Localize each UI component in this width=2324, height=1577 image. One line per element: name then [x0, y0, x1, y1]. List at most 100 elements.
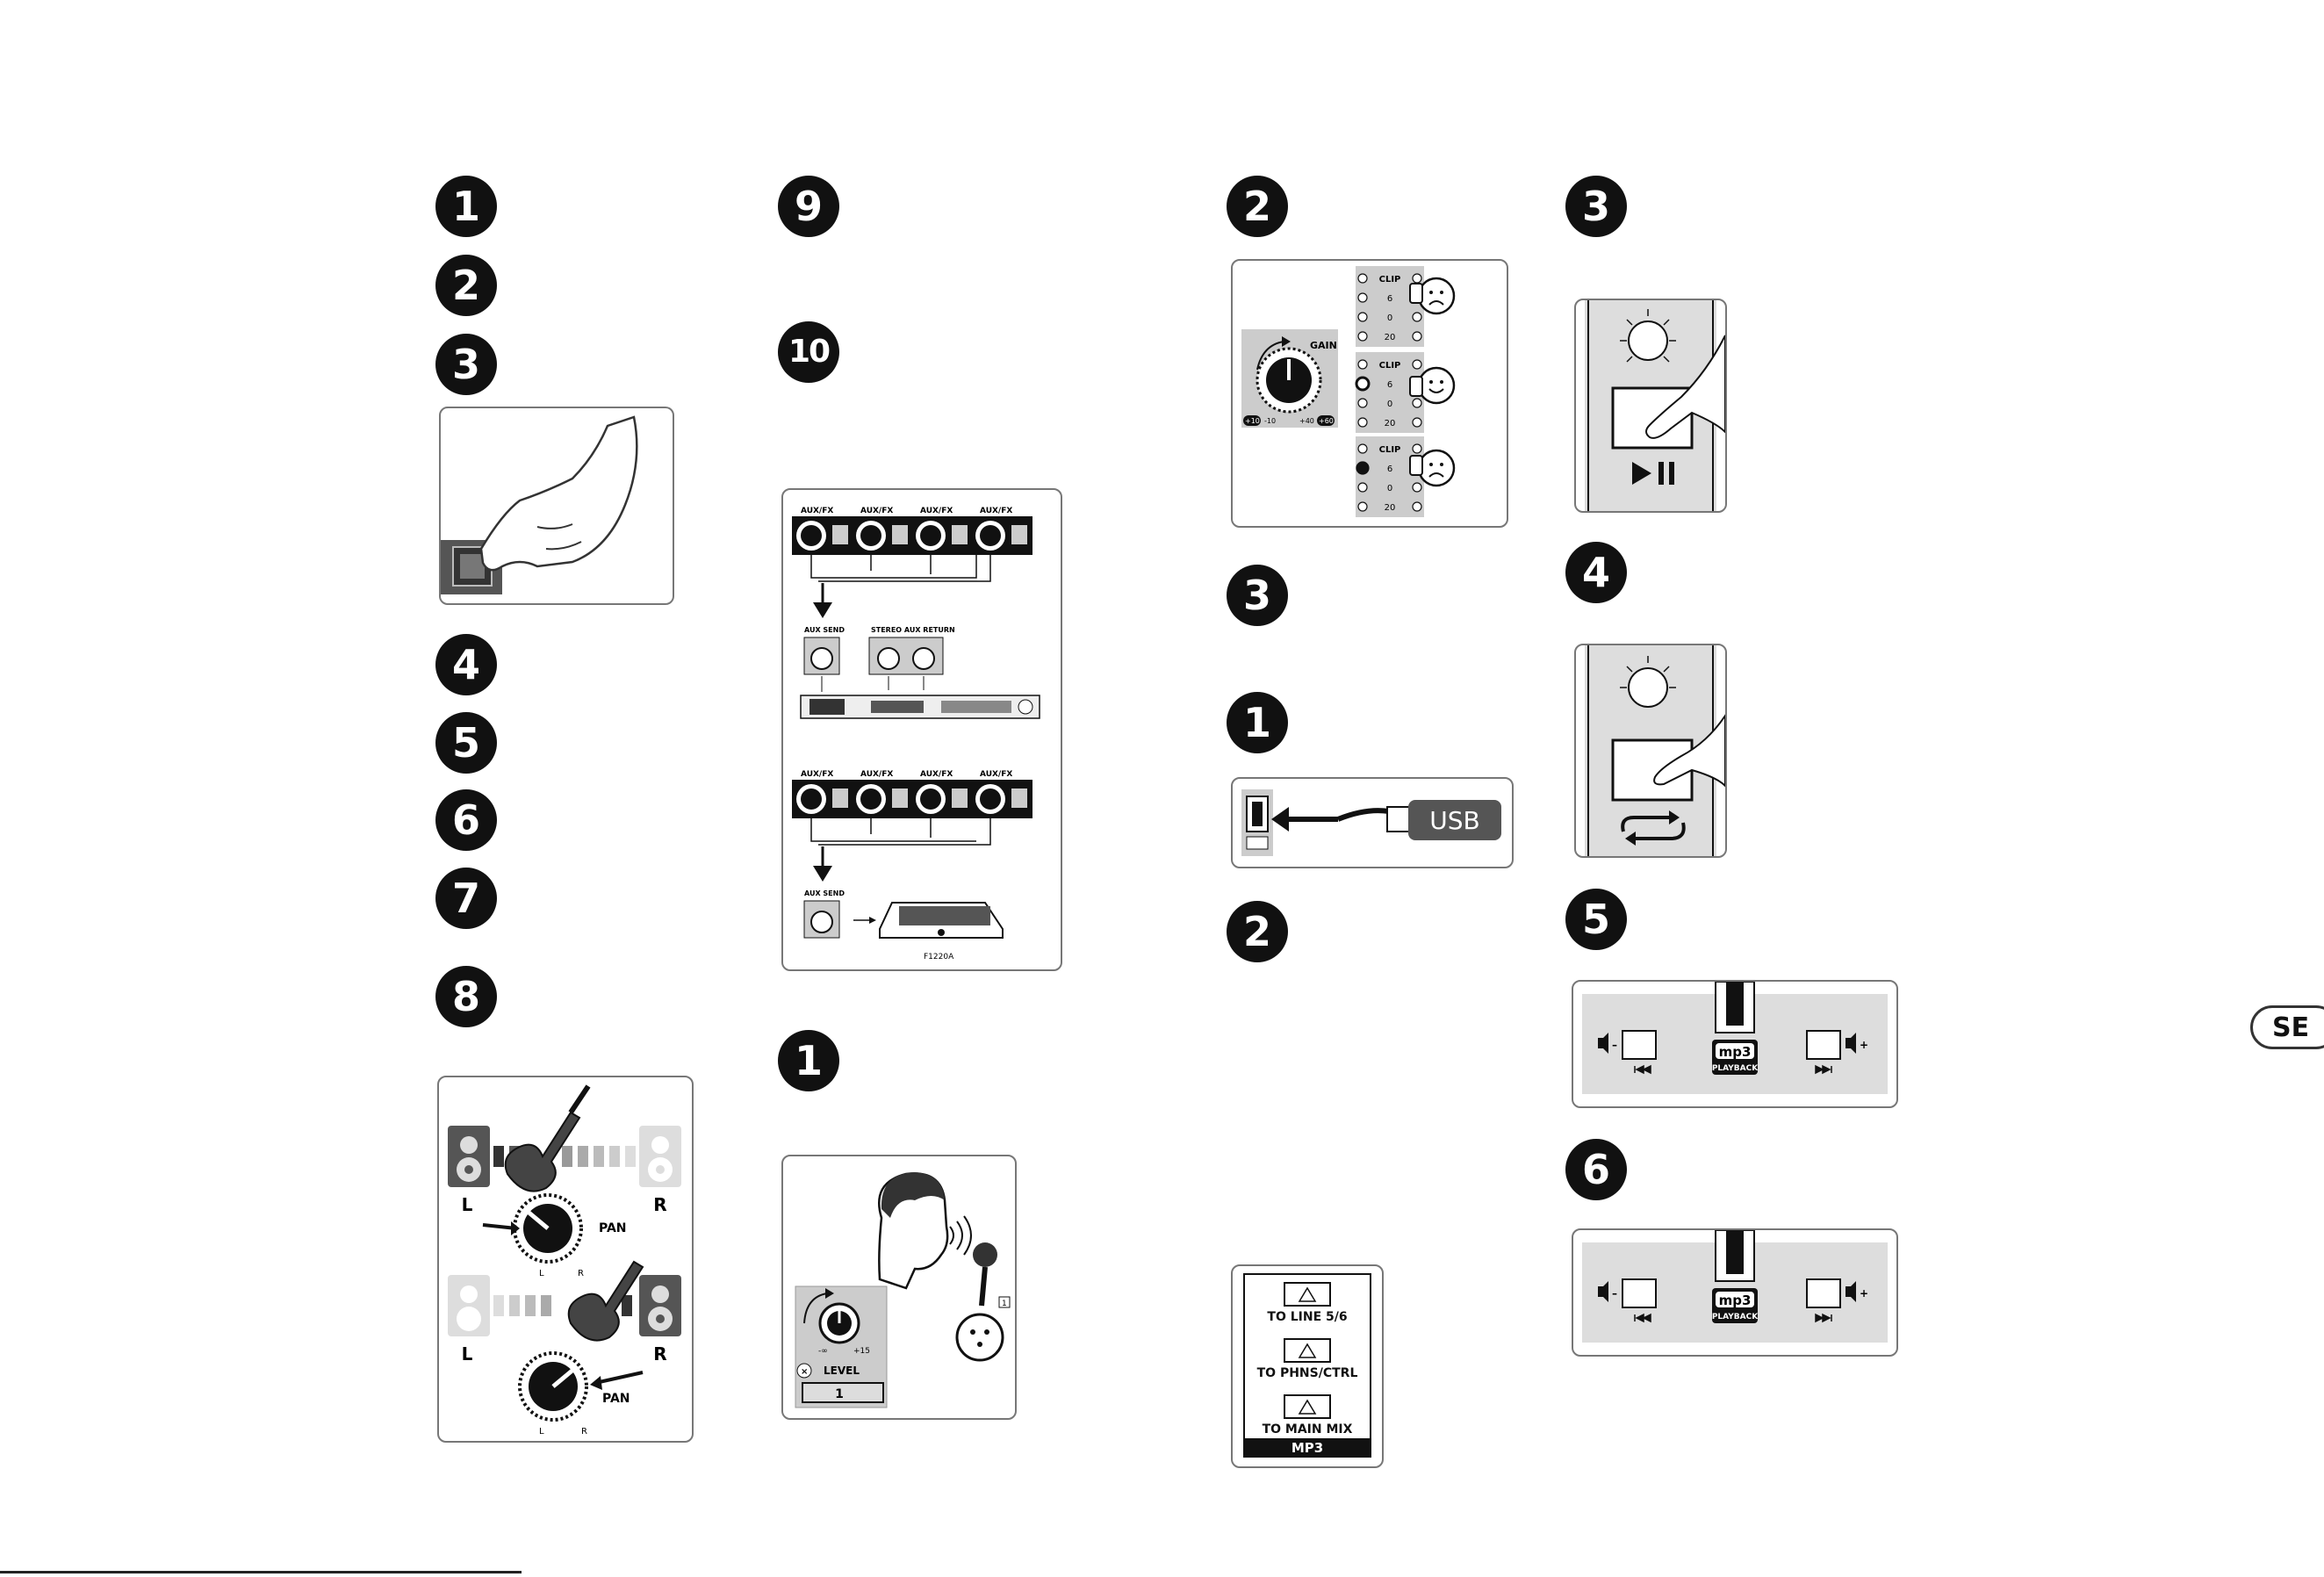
- svg-text:+: +: [1860, 1039, 1868, 1051]
- meter-led: [1412, 443, 1422, 454]
- level-channel-label: 1: [835, 1387, 844, 1401]
- aux-knob-label-6: AUX/FX: [860, 770, 893, 779]
- mp3-logo-2: mp3: [1719, 1293, 1752, 1308]
- meter-label: 6: [1387, 464, 1392, 474]
- level-min: -∞: [818, 1347, 828, 1356]
- pan-right-label-top: R: [653, 1194, 666, 1215]
- meter-led: [1412, 398, 1422, 408]
- pan-left-label-bottom: L: [462, 1343, 473, 1365]
- to-phns-label: TO PHNS/CTRL: [1256, 1366, 1358, 1380]
- usb-illustration: USB: [1231, 777, 1514, 868]
- step-badge-3: 3: [435, 334, 497, 395]
- to-main-label: TO MAIN MIX: [1262, 1422, 1353, 1437]
- pan-scale-left-bottom: L: [539, 1427, 544, 1437]
- meter-label: 0: [1387, 484, 1392, 493]
- language-badge: SE: [2250, 1005, 2324, 1049]
- meter-label: 20: [1385, 503, 1396, 513]
- pan-label-bottom: PAN: [602, 1392, 630, 1406]
- meter-led: [1412, 417, 1422, 428]
- step-badge-2: 2: [435, 255, 497, 316]
- svg-text:–: –: [1612, 1287, 1617, 1300]
- gain-scale-plus40: +40: [1299, 417, 1314, 425]
- meter-led: [1357, 443, 1368, 454]
- mp3-playback-panel-2: – + mp3 PLAYBACK: [1572, 1228, 1898, 1357]
- pan-scale-right-top: R: [578, 1269, 584, 1278]
- meter-label: 0: [1387, 313, 1392, 323]
- step-badge-3b: 3: [1227, 565, 1288, 626]
- aux-fx-illustration: AUX/FX AUX/FX AUX/FX AUX/FX AUX SEND STE…: [781, 488, 1062, 971]
- mp3-playback-panel-1: – + mp3 PLAYBACK: [1572, 980, 1898, 1108]
- usb-label: USB: [1429, 806, 1479, 835]
- meter-led: [1357, 501, 1368, 512]
- pan-illustration: L R PAN L R L R PAN L R: [437, 1076, 694, 1443]
- aux-knob-label-4: AUX/FX: [980, 507, 1012, 515]
- meter-led: [1357, 398, 1368, 408]
- gain-scale-plus10: +10: [1245, 417, 1260, 425]
- svg-text:–: –: [1612, 1039, 1617, 1051]
- meter-label: CLIP: [1379, 275, 1401, 284]
- step-badge-6: 6: [435, 789, 497, 851]
- step-badge-2b: 2: [1227, 176, 1288, 237]
- meter-led: [1357, 417, 1368, 428]
- footer-rule: [0, 1571, 522, 1573]
- meter-led: [1355, 376, 1371, 392]
- meter-led: [1357, 273, 1368, 284]
- to-phns-button[interactable]: [1284, 1338, 1331, 1363]
- step-badge-1: 1: [435, 176, 497, 237]
- mic-channel-number: 1: [1002, 1300, 1007, 1308]
- step-badge-1b: 1: [778, 1030, 839, 1091]
- aux-send-label-top: AUX SEND: [804, 626, 845, 634]
- svg-text:×: ×: [801, 1367, 808, 1377]
- step-badge-1c: 1: [1227, 692, 1288, 753]
- meter-label: 6: [1387, 294, 1392, 304]
- routing-buttons-panel: MP3 TO LINE 5/6 TO PHNS/CTRL TO MAIN MIX: [1231, 1264, 1384, 1468]
- gain-label: GAIN: [1310, 340, 1337, 351]
- meter-label: CLIP: [1379, 361, 1401, 371]
- stereo-aux-return-label: STEREO AUX RETURN: [871, 626, 955, 634]
- power-button-illustration: [439, 407, 674, 605]
- step-badge-9: 9: [778, 176, 839, 237]
- meter-led: [1357, 482, 1368, 493]
- meter-led: [1412, 273, 1422, 284]
- route-panel-footer: MP3: [1243, 1438, 1371, 1458]
- meter-led: [1357, 331, 1368, 342]
- meter-led: [1356, 461, 1370, 475]
- pan-scale-right-bottom: R: [581, 1427, 587, 1437]
- step-badge-8: 8: [435, 966, 497, 1027]
- aux-knob-label-5: AUX/FX: [801, 770, 833, 779]
- meter-led: [1412, 501, 1422, 512]
- aux-knob-label-1: AUX/FX: [801, 507, 833, 515]
- gain-scale-plus60: +60: [1319, 417, 1334, 425]
- aux-knob-label-3: AUX/FX: [920, 507, 953, 515]
- level-label: LEVEL: [824, 1365, 860, 1377]
- meter-led: [1412, 359, 1422, 370]
- step-badge-4: 4: [435, 634, 497, 695]
- aux-knob-label-8: AUX/FX: [980, 770, 1012, 779]
- device-label: F1220A: [924, 953, 954, 961]
- meter-label: 6: [1387, 380, 1392, 390]
- step-badge-6c: 6: [1565, 1139, 1627, 1200]
- to-main-button[interactable]: [1284, 1394, 1331, 1419]
- step-badge-2c: 2: [1227, 901, 1288, 962]
- play-pause-illustration: [1574, 299, 1727, 513]
- pan-right-label-bottom: R: [653, 1343, 666, 1365]
- level-max: +15: [853, 1347, 870, 1356]
- pan-label-top: PAN: [599, 1221, 627, 1235]
- mp3-playback-label-2: PLAYBACK: [1712, 1313, 1759, 1321]
- meter-label: 20: [1385, 419, 1396, 428]
- meter-led: [1412, 331, 1422, 342]
- step-badge-3c: 3: [1565, 176, 1627, 237]
- pan-left-label-top: L: [462, 1194, 473, 1215]
- aux-knob-label-2: AUX/FX: [860, 507, 893, 515]
- to-line-button[interactable]: [1284, 1282, 1331, 1307]
- aux-send-label-bottom: AUX SEND: [804, 889, 845, 897]
- meter-led: [1357, 359, 1368, 370]
- svg-text:+: +: [1860, 1287, 1868, 1300]
- step-badge-5c: 5: [1565, 889, 1627, 950]
- step-badge-5: 5: [435, 712, 497, 774]
- meter-led: [1412, 482, 1422, 493]
- meter-led: [1357, 292, 1368, 303]
- mp3-playback-label-1: PLAYBACK: [1712, 1064, 1759, 1073]
- meter-label: CLIP: [1379, 445, 1401, 455]
